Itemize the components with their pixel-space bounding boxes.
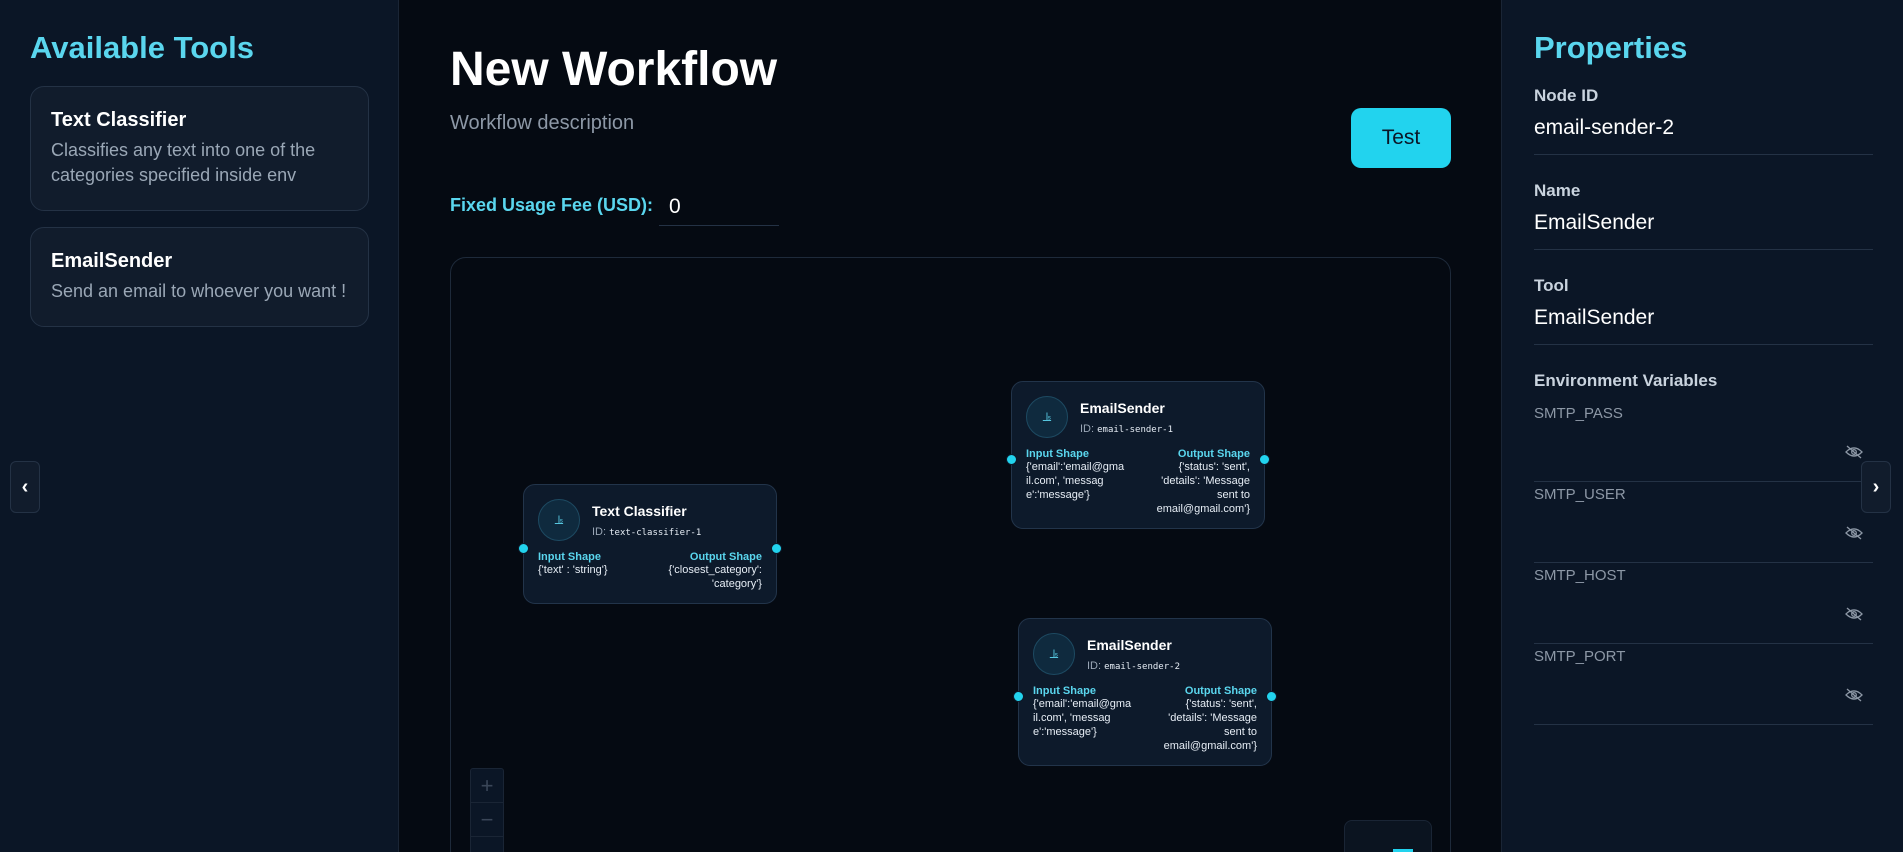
- eye-off-icon[interactable]: [1845, 607, 1863, 621]
- node-id: ID: text-classifier-1: [592, 525, 702, 538]
- output-shape-label: Output Shape: [1177, 448, 1250, 460]
- tool-icon: ⫡: [538, 499, 580, 541]
- fit-view-button[interactable]: [471, 837, 503, 852]
- input-handle[interactable]: [1013, 691, 1024, 702]
- output-handle[interactable]: [1266, 691, 1277, 702]
- chevron-right-icon: ›: [1872, 475, 1880, 498]
- test-button[interactable]: Test: [1351, 108, 1451, 168]
- env-var-smtp-host[interactable]: SMTP_HOST: [1534, 563, 1873, 644]
- env-vars-label: Environment Variables: [1534, 371, 1718, 390]
- fee-label: Fixed Usage Fee (USD):: [450, 195, 654, 215]
- tool-icon: ⫡: [1033, 633, 1075, 675]
- output-handle[interactable]: [1259, 454, 1270, 465]
- properties-title: Properties: [1534, 30, 1688, 65]
- node-id: ID: email-sender-2: [1087, 659, 1180, 672]
- env-var-name: SMTP_USER: [1534, 486, 1626, 503]
- properties-panel: Properties Node ID email-sender-2 Name E…: [1501, 0, 1903, 852]
- tool-description: Classifies any text into one of the cate…: [51, 140, 316, 185]
- output-shape-value: {'status': 'sent', 'details': 'Message s…: [1163, 698, 1257, 752]
- input-shape-value: {'email':'email@gmail.com', 'message':'m…: [1033, 698, 1132, 738]
- node-id-property: Node ID email-sender-2: [1534, 86, 1873, 155]
- input-handle[interactable]: [518, 543, 529, 554]
- workflow-description[interactable]: Workflow description: [450, 112, 635, 134]
- input-shape-label: Input Shape: [1026, 448, 1089, 460]
- tool-field[interactable]: EmailSender: [1534, 306, 1873, 345]
- tools-sidebar: Available Tools Text Classifier Classifi…: [0, 0, 399, 852]
- workflow-main: New Workflow Workflow description Test F…: [400, 0, 1501, 852]
- tool-name: EmailSender: [51, 250, 173, 272]
- eye-off-icon[interactable]: [1845, 526, 1863, 540]
- collapse-left-button[interactable]: ‹: [10, 461, 40, 513]
- env-var-smtp-user[interactable]: SMTP_USER: [1534, 482, 1873, 563]
- node-id: ID: email-sender-1: [1080, 422, 1173, 435]
- tool-icon: ⫡: [1026, 396, 1068, 438]
- minimap[interactable]: [1344, 820, 1432, 852]
- input-shape-label: Input Shape: [538, 551, 601, 563]
- env-var-name: SMTP_PASS: [1534, 405, 1623, 422]
- output-shape-value: {'closest_category': 'category'}: [668, 564, 762, 590]
- input-handle[interactable]: [1006, 454, 1017, 465]
- workflow-title[interactable]: New Workflow: [450, 43, 778, 96]
- eye-off-icon[interactable]: [1845, 445, 1863, 459]
- zoom-out-button[interactable]: −: [471, 803, 503, 837]
- node-email-sender-1[interactable]: ⫡ EmailSender ID: email-sender-1 Input S…: [1006, 381, 1270, 529]
- output-shape-value: {'status': 'sent', 'details': 'Message s…: [1156, 461, 1250, 515]
- node-text-classifier-1[interactable]: ⫡ Text Classifier ID: text-classifier-1 …: [518, 484, 782, 604]
- tool-description: Send an email to whoever you want !: [51, 281, 347, 301]
- node-title: Text Classifier: [592, 502, 687, 519]
- minimap-viewport: [1393, 849, 1413, 852]
- tool-card-email-sender[interactable]: EmailSender Send an email to whoever you…: [30, 227, 369, 327]
- env-var-name: SMTP_PORT: [1534, 648, 1626, 665]
- name-field[interactable]: EmailSender: [1534, 211, 1873, 250]
- node-id-field[interactable]: email-sender-2: [1534, 116, 1873, 155]
- output-handle[interactable]: [771, 543, 782, 554]
- tool-property: Tool EmailSender: [1534, 276, 1873, 345]
- input-shape-value: {'text' : 'string'}: [538, 564, 608, 576]
- chevron-left-icon: ‹: [21, 475, 29, 498]
- collapse-right-button[interactable]: ›: [1861, 461, 1891, 513]
- zoom-in-button[interactable]: +: [471, 769, 503, 803]
- input-shape-value: {'email':'email@gmail.com', 'message':'m…: [1026, 461, 1125, 501]
- name-property: Name EmailSender: [1534, 181, 1873, 250]
- env-var-name: SMTP_HOST: [1534, 567, 1626, 584]
- node-id-label: Node ID: [1534, 86, 1599, 105]
- fee-input[interactable]: 0: [659, 190, 779, 226]
- output-shape-label: Output Shape: [689, 551, 762, 563]
- node-email-sender-2[interactable]: ⫡ EmailSender ID: email-sender-2 Input S…: [1013, 618, 1277, 766]
- input-shape-label: Input Shape: [1033, 685, 1096, 697]
- tools-sidebar-title: Available Tools: [30, 30, 254, 65]
- tool-card-text-classifier[interactable]: Text Classifier Classifies any text into…: [30, 86, 369, 211]
- zoom-controls: + −: [470, 768, 504, 852]
- node-title: EmailSender: [1080, 399, 1165, 416]
- eye-off-icon[interactable]: [1845, 688, 1863, 702]
- tool-name: Text Classifier: [51, 109, 187, 131]
- name-label: Name: [1534, 181, 1581, 200]
- output-shape-label: Output Shape: [1184, 685, 1257, 697]
- node-title: EmailSender: [1087, 636, 1172, 653]
- workflow-canvas[interactable]: ⫡ Text Classifier ID: text-classifier-1 …: [450, 257, 1451, 852]
- tool-label: Tool: [1534, 276, 1569, 295]
- env-var-smtp-port[interactable]: SMTP_PORT: [1534, 644, 1873, 725]
- env-var-smtp-pass[interactable]: SMTP_PASS: [1534, 401, 1873, 482]
